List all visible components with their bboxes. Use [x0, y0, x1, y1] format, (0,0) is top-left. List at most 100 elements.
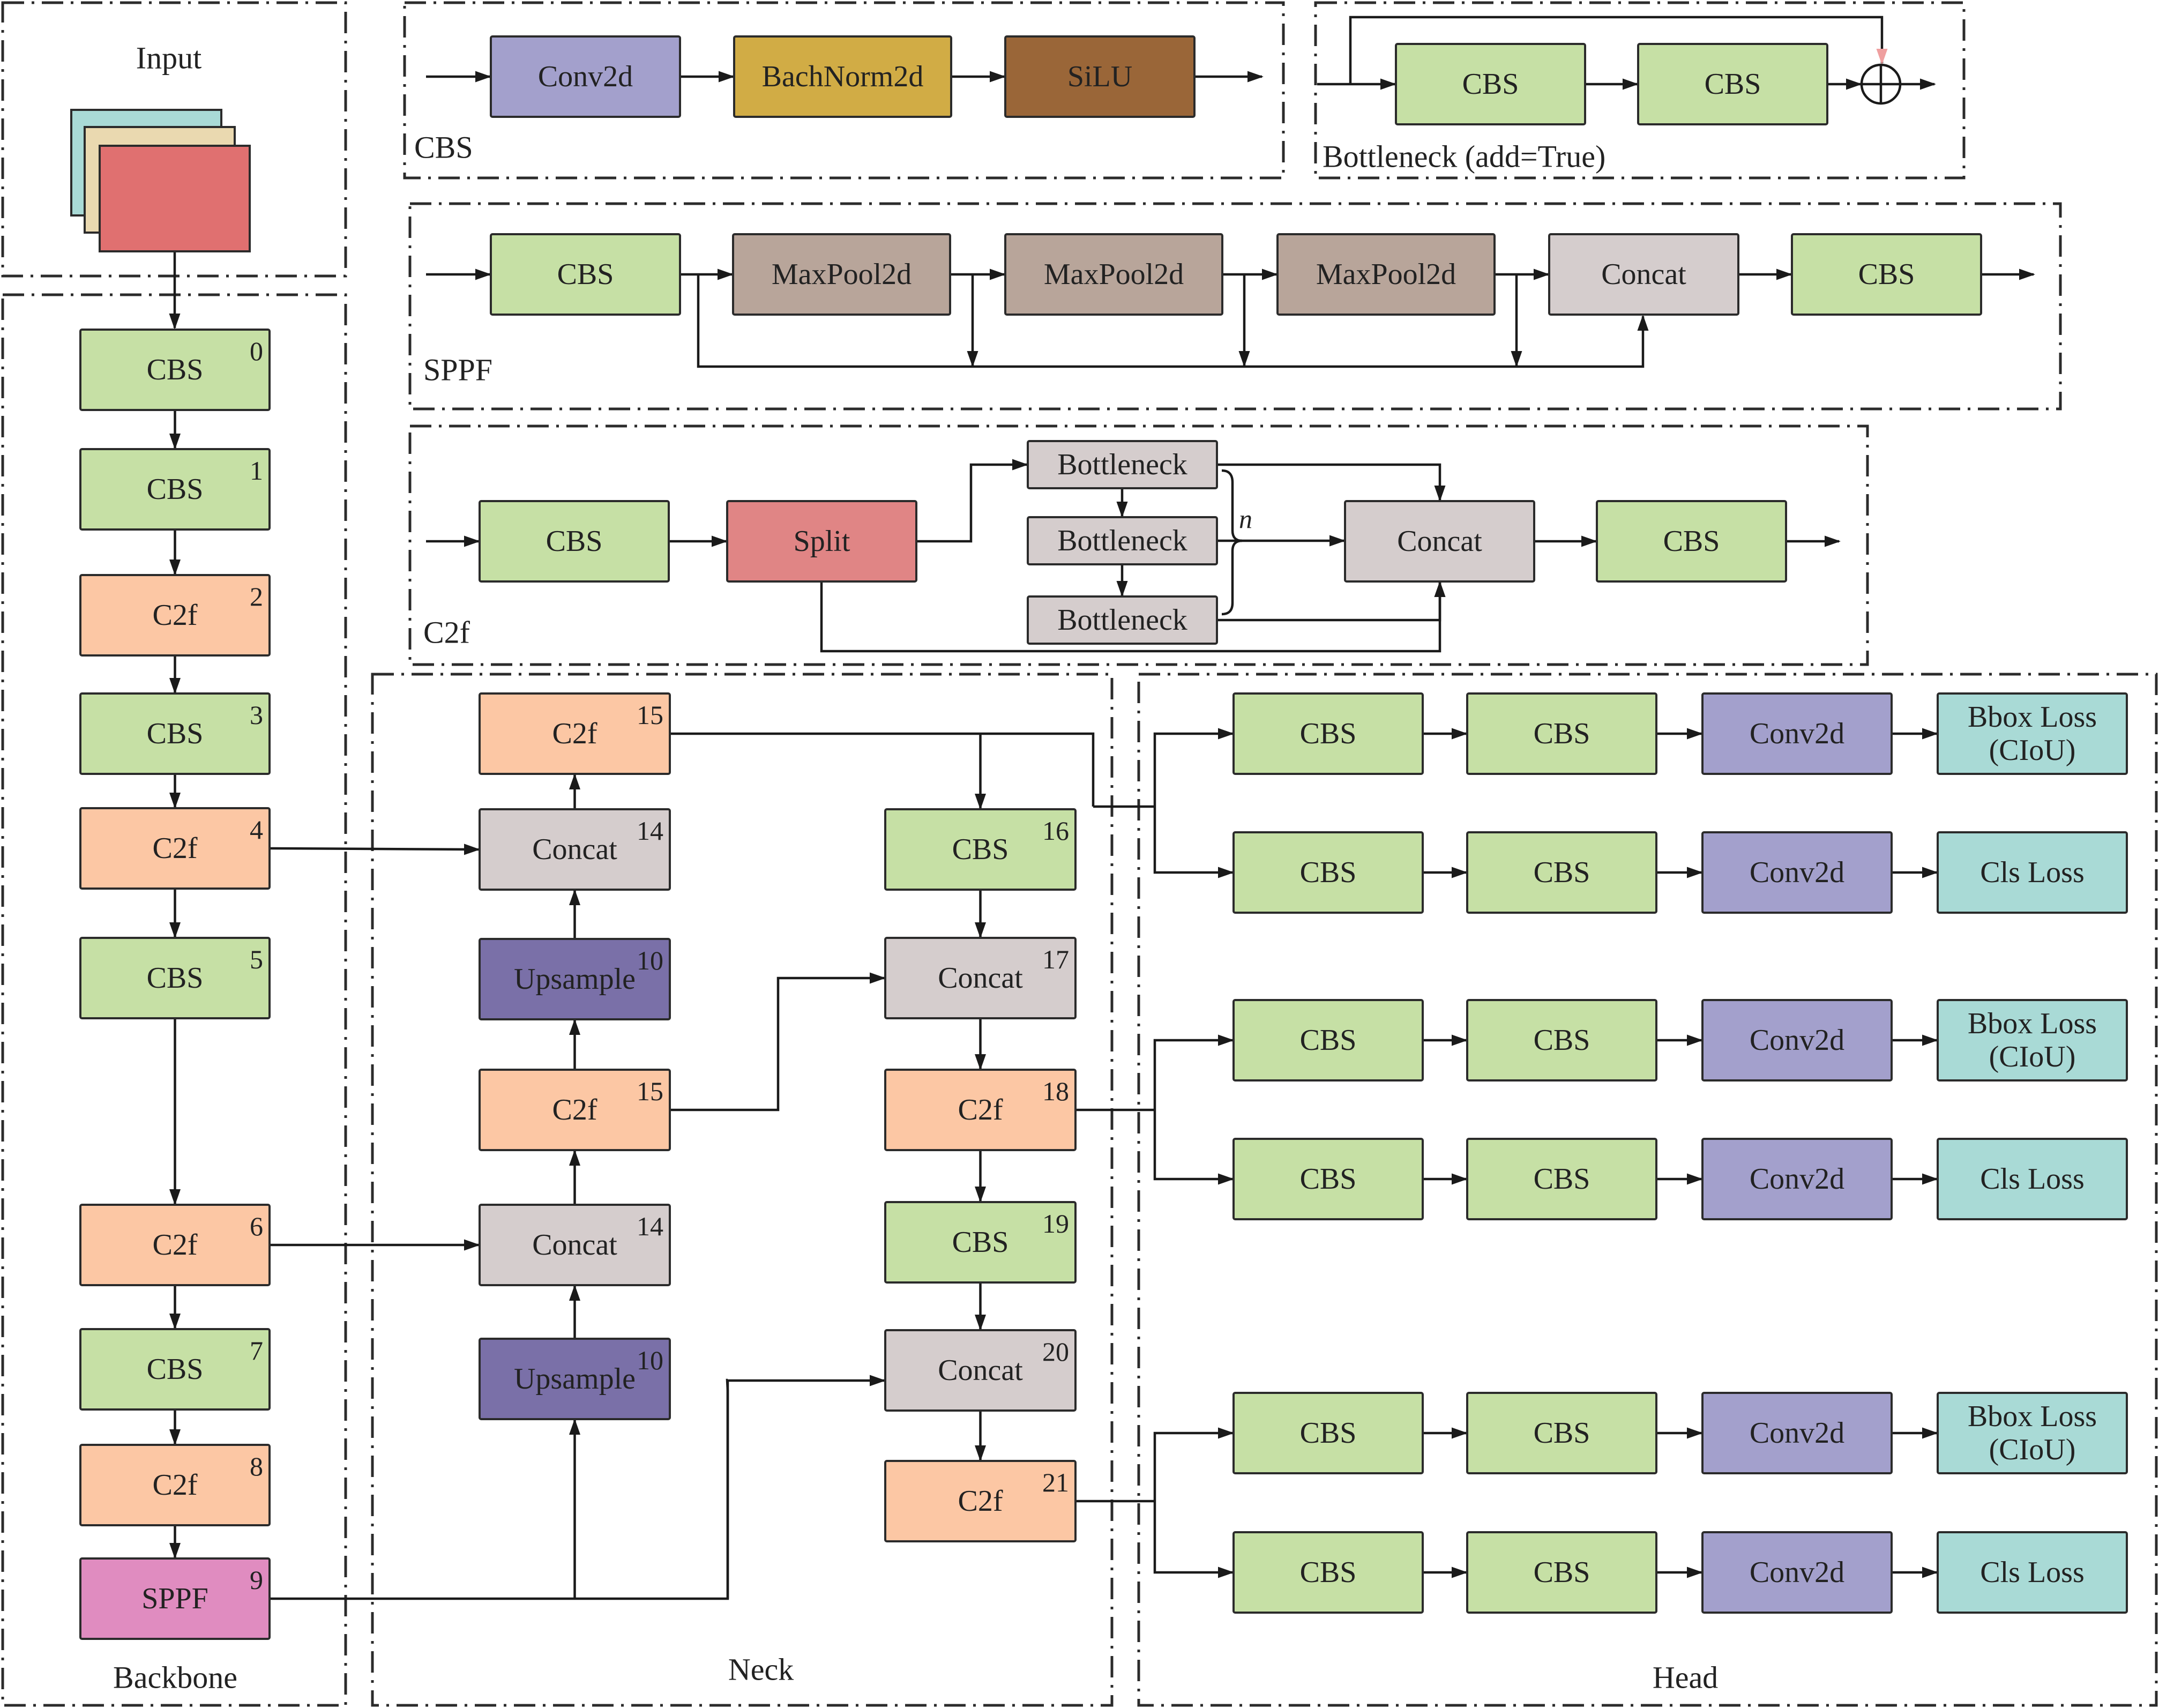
head-row5-block0: CBS	[1232, 1531, 1424, 1614]
c2f-module-cbs-in-label: CBS	[546, 525, 603, 558]
head-row1-block3-rect	[1937, 831, 2128, 914]
bottleneck-panel-frame	[1314, 1, 1966, 180]
head-row4-block3-label-line: (CIoU)	[1989, 1433, 2076, 1466]
head-row0-block0-label: CBS	[1300, 717, 1357, 750]
sppf-module-maxpool-2-label: MaxPool2d	[1316, 258, 1456, 291]
backbone-block-2-label: C2f	[153, 599, 198, 632]
c2f-module-bottleneck-1: Bottleneck	[1027, 516, 1218, 565]
head-row3-block1: CBS	[1466, 1138, 1657, 1220]
c2f-module-bottleneck-0: Bottleneck	[1027, 440, 1218, 489]
neck-right-block-1-index: 17	[1042, 944, 1069, 974]
neck-right-block-5-label: C2f	[958, 1485, 1003, 1518]
head-row3-block0: CBS	[1232, 1138, 1424, 1220]
neck-left-block-0-index: 15	[637, 700, 663, 730]
c2f-panel-frame	[408, 424, 1869, 666]
backbone-block-7-index: 7	[250, 1336, 263, 1366]
backbone-block-9-index: 9	[250, 1565, 263, 1595]
head-row1-block2-label: Conv2d	[1750, 856, 1844, 889]
backbone-block-1-rect	[79, 448, 271, 531]
neck-right-block-0-label: CBS	[952, 833, 1009, 866]
bottleneck-module-cbs1: CBS	[1395, 43, 1586, 125]
head-row4-block0-rect	[1232, 1392, 1424, 1474]
connector-wires	[169, 16, 2035, 1600]
wire-backbone4-to-concat14	[269, 844, 480, 855]
c2f-module-bottleneck-2-label: Bottleneck	[1057, 603, 1187, 637]
sppf-module-cbs-out-label: CBS	[1858, 258, 1915, 291]
head-row4-block2-rect	[1701, 1392, 1893, 1474]
sppf-module-cbs-in: CBS	[490, 233, 681, 316]
backbone-block-4-index: 4	[250, 815, 263, 845]
c2f-module-bottleneck-1-label: Bottleneck	[1057, 524, 1187, 557]
head-row0-block1-label: CBS	[1534, 717, 1590, 750]
sppf-module-maxpool-0-label: MaxPool2d	[772, 258, 912, 291]
neck-right-block-3-rect	[884, 1201, 1077, 1284]
backbone-block-0-index: 0	[250, 336, 263, 366]
c2f-module-cbs-in-rect	[479, 500, 670, 583]
c2f-repeat-brace	[1221, 469, 1243, 616]
backbone-block-0-rect	[79, 329, 271, 411]
head-row4-block3: Bbox Loss(CIoU)	[1937, 1392, 2128, 1474]
head-row4-block2-label: Conv2d	[1750, 1416, 1844, 1450]
sppf-module-maxpool-0: MaxPool2d	[732, 233, 951, 316]
sppf-module-maxpool-2: MaxPool2d	[1276, 233, 1496, 316]
head-row4-block3-label-line: Bbox Loss	[1968, 1400, 2097, 1433]
sppf-module-maxpool-0-rect	[732, 233, 951, 316]
c2f-module-concat-rect	[1344, 500, 1535, 583]
head-row3-block3: Cls Loss	[1937, 1138, 2128, 1220]
head-row5-block1-rect	[1466, 1531, 1657, 1614]
head-row5-block2: Conv2d	[1701, 1531, 1893, 1614]
backbone-block-9-label: SPPF	[141, 1582, 208, 1615]
wire-sppf-bus	[697, 274, 1649, 368]
c2f-module-bottleneck-2: Bottleneck	[1027, 595, 1218, 645]
head-row3-block2: Conv2d	[1701, 1138, 1893, 1220]
wire-c2f-split-bn	[916, 459, 1028, 543]
backbone-block-5-rect	[79, 937, 271, 1019]
neck-left-block-1-rect	[479, 808, 671, 891]
head-row3-block1-rect	[1466, 1138, 1657, 1220]
neck-right-block-2-label: C2f	[958, 1093, 1003, 1127]
backbone-block-6-label: C2f	[153, 1228, 198, 1262]
backbone-block-2-index: 2	[250, 581, 263, 611]
cbs-module-batchnorm: BachNorm2d	[733, 35, 952, 118]
backbone-block-8-index: 8	[250, 1451, 263, 1481]
head-row2-block2-label: Conv2d	[1750, 1024, 1844, 1057]
head-row5-block3-label: Cls Loss	[1980, 1556, 2085, 1589]
backbone-block-7-rect	[79, 1328, 271, 1411]
head-row2-block3-label-line: (CIoU)	[1989, 1040, 2076, 1073]
backbone-block-0-label: CBS	[147, 353, 204, 386]
bottleneck-module-title: Bottleneck (add=True)	[1323, 139, 1605, 174]
head-row5-block1: CBS	[1466, 1531, 1657, 1614]
head-row2-block0: CBS	[1232, 999, 1424, 1082]
head-row0-block3: Bbox Loss(CIoU)	[1937, 692, 2128, 775]
neck-right-block-0-index: 16	[1042, 816, 1069, 846]
backbone-block-9: SPPF 9	[79, 1557, 271, 1640]
wire-head-fork-top-p4	[1153, 1034, 1234, 1110]
backbone-block-1-index: 1	[250, 456, 263, 486]
wire-c2f15-top-out	[670, 732, 1095, 807]
head-row1-block3: Cls Loss	[1937, 831, 2128, 914]
neck-right-block-3-index: 19	[1042, 1209, 1069, 1239]
head-row4-block1: CBS	[1466, 1392, 1657, 1474]
input-panel-title: Input	[136, 41, 201, 76]
c2f-module-split-rect	[726, 500, 917, 583]
head-row3-block0-label: CBS	[1300, 1162, 1357, 1196]
wire-head-fork-top-p3	[1153, 728, 1234, 807]
sppf-module-concat-label: Concat	[1601, 258, 1686, 291]
head-row2-block3-rect	[1937, 999, 2128, 1082]
head-row4-block0: CBS	[1232, 1392, 1424, 1474]
sppf-module-maxpool-2-rect	[1276, 233, 1496, 316]
cbs-module-title: CBS	[414, 130, 473, 165]
bottleneck-module-cbs2-label: CBS	[1705, 68, 1761, 101]
sppf-module-maxpool-1: MaxPool2d	[1004, 233, 1223, 316]
wire-head-fork-top-p5	[1153, 1427, 1234, 1501]
cbs-panel-frame	[403, 1, 1285, 180]
module-blocks: CBS0CBS1C2f2CBS3C2f4CBS5C2f6CBS7C2f8SPPF…	[70, 35, 2128, 1640]
